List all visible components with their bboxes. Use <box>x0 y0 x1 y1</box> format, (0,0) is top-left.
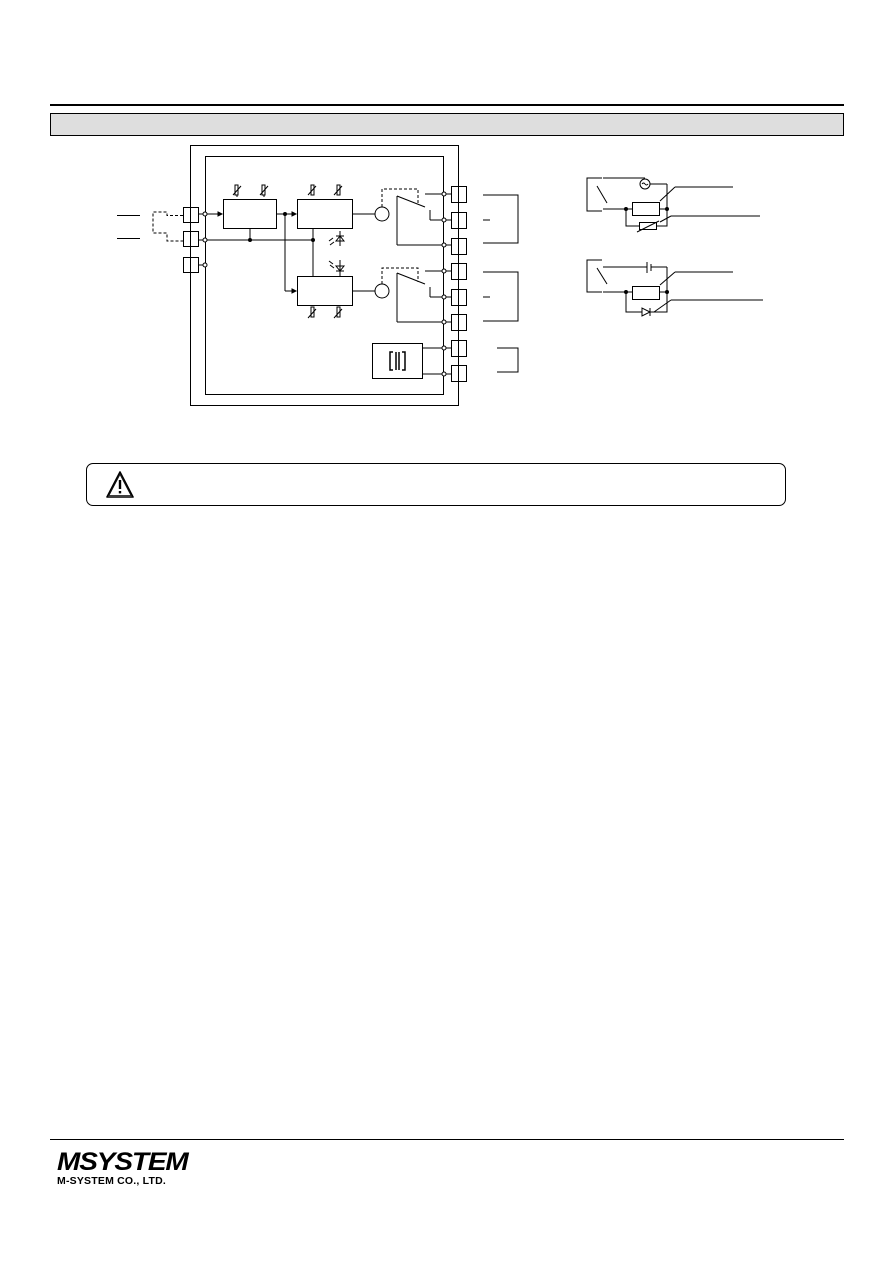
potentiometer-icon <box>259 184 269 197</box>
footer-rule <box>50 1139 844 1140</box>
potentiometer-icon <box>333 306 343 319</box>
internal-frame <box>205 156 444 395</box>
diode-icon <box>641 307 652 317</box>
relay-coil-icon <box>374 283 390 299</box>
varistor-icon <box>636 220 660 233</box>
housing-outline <box>190 145 459 406</box>
comparator-block-2 <box>297 276 353 306</box>
input-converter-block <box>223 199 277 229</box>
contact-protection-dc <box>586 259 763 317</box>
power-supply-block <box>372 343 423 379</box>
input-shield-dashed <box>152 211 183 242</box>
power-bracket <box>497 347 519 373</box>
comparator-block-1 <box>297 199 353 229</box>
warning-box <box>86 463 786 506</box>
output-terminals <box>451 186 467 382</box>
warning-triangle-icon <box>106 471 134 498</box>
relay-coil-icon <box>374 206 390 222</box>
header-rule <box>50 104 844 106</box>
output-bracket-1 <box>483 194 519 244</box>
schematic-diagram <box>117 145 763 406</box>
input-terminal-1 <box>183 207 199 223</box>
relay-contact-2 <box>396 270 444 323</box>
potentiometer-icon <box>307 306 317 319</box>
led-icon <box>328 231 346 246</box>
output-bracket-2 <box>483 271 519 322</box>
logo-mark: MSYSTEM <box>57 1148 189 1176</box>
relay-contact-1 <box>396 193 444 246</box>
led-icon <box>328 260 346 276</box>
input-terminal-2 <box>183 231 199 247</box>
company-name: M-SYSTEM CO., LTD. <box>57 1175 166 1187</box>
contact-protection-ac <box>586 177 760 233</box>
section-heading-bar <box>50 113 844 136</box>
dc-battery-icon <box>646 262 652 273</box>
company-logo: MSYSTEM M-SYSTEM CO., LTD. <box>57 1150 189 1188</box>
input-bracket <box>117 215 140 239</box>
transformer-icon <box>389 351 406 371</box>
potentiometer-icon <box>333 184 343 196</box>
potentiometer-icon <box>232 184 242 197</box>
potentiometer-icon <box>307 184 317 196</box>
